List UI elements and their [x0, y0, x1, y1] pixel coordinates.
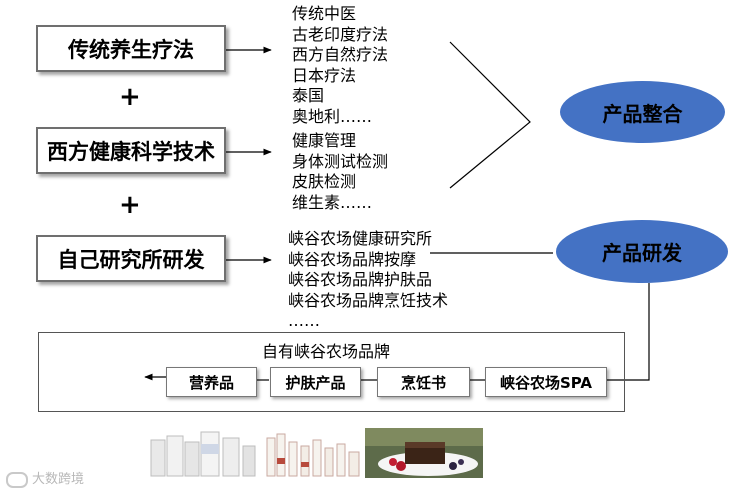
watermark-logo-icon [6, 471, 28, 488]
watermark: 大数跨境 [6, 468, 84, 488]
source-traditional-box: 传统养生疗法 [36, 25, 226, 72]
source-western-box: 西方健康科学技术 [36, 127, 226, 174]
brand-frame [38, 332, 625, 412]
list-item: 峡谷农场品牌护肤品 [288, 270, 433, 290]
list-item: 日本疗法 [292, 65, 357, 85]
list-item: 皮肤检测 [292, 172, 357, 192]
list-item: 传统中医 [292, 4, 357, 23]
product-integration-ellipse: 产品整合 [560, 81, 725, 143]
line-development-to-spa [607, 283, 650, 381]
plus-sign-1: + [119, 82, 141, 112]
western-list: 健康管理 身体测试检测 皮肤检测 维生素…… [292, 131, 388, 213]
list-item: 峡谷农场品牌按摩 [288, 249, 417, 269]
list-item: …… [288, 311, 320, 331]
list-item: 泰国 [292, 86, 325, 106]
watermark-text: 大数跨境 [32, 472, 85, 487]
list-item: 峡谷农场健康研究所 [288, 229, 433, 248]
traditional-list: 传统中医 古老印度疗法 西方自然疗法 日本疗法 泰国 奥地利…… [292, 4, 388, 128]
product-photo-strip [143, 428, 483, 478]
product-spa: 峡谷农场SPA [485, 367, 607, 397]
list-item: 维生素…… [292, 192, 373, 212]
product-development-ellipse: 产品研发 [556, 220, 728, 283]
list-item: 健康管理 [292, 131, 357, 150]
product-skincare: 护肤产品 [270, 367, 361, 397]
source-own-box: 自己研究所研发 [36, 235, 226, 282]
list-item: 峡谷农场品牌烹饪技术 [288, 290, 449, 310]
own-list: 峡谷农场健康研究所 峡谷农场品牌按摩 峡谷农场品牌护肤品 峡谷农场品牌烹饪技术 … [288, 229, 448, 332]
bracket-integration [449, 41, 531, 189]
product-cookbook: 烹饪书 [377, 367, 470, 397]
plus-sign-2: + [119, 190, 141, 220]
list-item: 奥地利…… [292, 106, 373, 126]
list-item: 西方自然疗法 [292, 45, 389, 65]
product-nutrition: 营养品 [166, 367, 257, 397]
list-item: 身体测试检测 [292, 151, 389, 171]
list-item: 古老印度疗法 [292, 24, 389, 44]
brand-title: 自有峡谷农场品牌 [262, 342, 391, 361]
